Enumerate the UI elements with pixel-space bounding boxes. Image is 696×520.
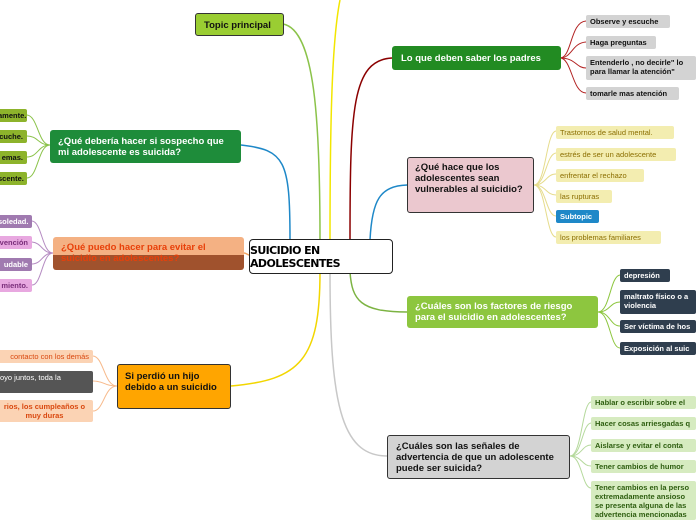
padres-item[interactable]: Entenderlo , no decirle" lo para llamar … bbox=[586, 56, 696, 80]
vulnerables-node[interactable]: ¿Qué hace que los adolescentes sean vuln… bbox=[407, 157, 534, 213]
sospecho-item[interactable]: scente. bbox=[0, 172, 27, 185]
padres-item[interactable]: Haga preguntas bbox=[586, 36, 656, 49]
perdio-item[interactable]: oyo juntos, toda la bbox=[0, 371, 93, 393]
evitar-item[interactable]: soledad. bbox=[0, 215, 32, 228]
vulnerables-item[interactable]: Trastornos de salud mental. bbox=[556, 126, 674, 139]
vulnerables-item[interactable]: enfrentar el rechazo bbox=[556, 169, 644, 182]
sospecho-item[interactable]: amente. bbox=[0, 109, 27, 122]
evitar-node[interactable]: ¿Qué puedo hacer para evitar el suicidio… bbox=[53, 237, 244, 270]
senales-item[interactable]: Hacer cosas arriesgadas q bbox=[591, 417, 696, 430]
evitar-item[interactable]: udable bbox=[0, 258, 32, 271]
perdio-item[interactable]: contacto con los demás bbox=[0, 350, 93, 363]
senales-item[interactable]: Hablar o escribir sobre el bbox=[591, 396, 696, 409]
padres-item[interactable]: tomarle mas atención bbox=[586, 87, 679, 100]
factores-item[interactable]: Ser víctima de hos bbox=[620, 320, 696, 333]
perdio-node[interactable]: Si perdió un hijo debido a un suicidio bbox=[117, 364, 231, 409]
senales-node[interactable]: ¿Cuáles son las señales de advertencia d… bbox=[387, 435, 570, 479]
factores-node[interactable]: ¿Cuáles son los factores de riesgo para … bbox=[407, 296, 598, 328]
vulnerables-item[interactable]: las rupturas bbox=[556, 190, 612, 203]
topic-principal-node[interactable]: Topic principal bbox=[195, 13, 284, 36]
sospecho-item[interactable]: emas. bbox=[0, 151, 27, 164]
senales-item[interactable]: Aislarse y evitar el conta bbox=[591, 439, 696, 452]
vulnerables-item[interactable]: Subtopic bbox=[556, 210, 599, 223]
sospecho-node[interactable]: ¿Qué debería hacer si sospecho que mi ad… bbox=[50, 130, 241, 163]
central-topic[interactable]: SUICIDIO EN ADOLESCENTES bbox=[249, 239, 393, 274]
padres-item[interactable]: Observe y escuche bbox=[586, 15, 670, 28]
perdio-item[interactable]: rios, los cumpleaños o muy duras bbox=[0, 400, 93, 422]
senales-item[interactable]: Tener cambios de humor bbox=[591, 460, 696, 473]
senales-item[interactable]: Tener cambios en la perso extremadamente… bbox=[591, 481, 696, 520]
factores-item[interactable]: maltrato físico o a violencia bbox=[620, 290, 696, 314]
padres-node[interactable]: Lo que deben saber los padres bbox=[392, 46, 561, 70]
vulnerables-item[interactable]: estrés de ser un adolescente bbox=[556, 148, 676, 161]
evitar-item[interactable]: vención bbox=[0, 236, 32, 249]
factores-item[interactable]: Exposición al suic bbox=[620, 342, 696, 355]
evitar-item[interactable]: miento. bbox=[0, 279, 32, 292]
sospecho-item[interactable]: cuche. bbox=[0, 130, 27, 143]
factores-item[interactable]: depresión bbox=[620, 269, 670, 282]
vulnerables-item[interactable]: los problemas familiares bbox=[556, 231, 661, 244]
